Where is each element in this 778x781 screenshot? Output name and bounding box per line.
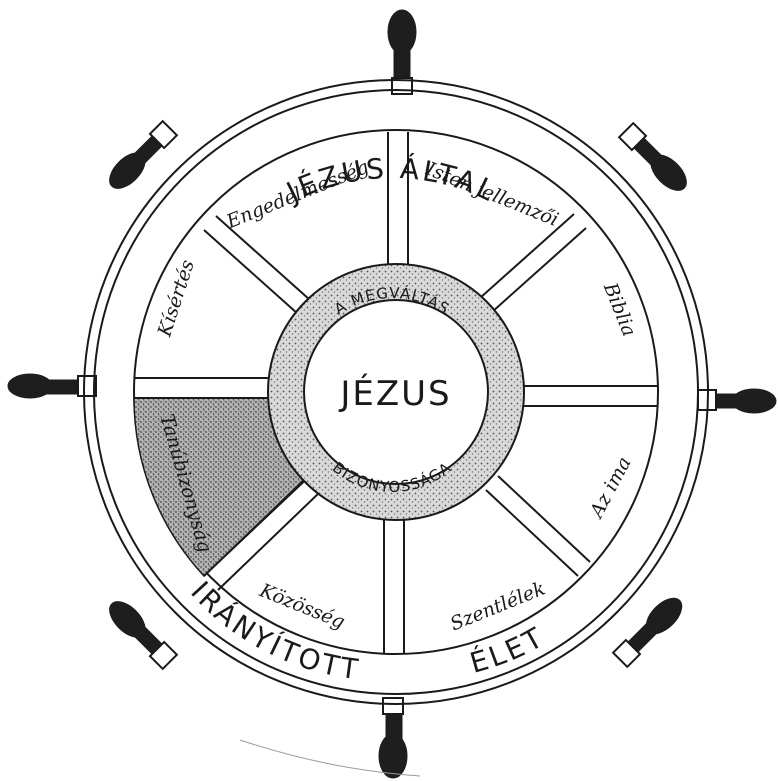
segment-label-biblia: Biblia: [599, 279, 641, 340]
handle-bottom-left: [103, 595, 178, 670]
segment-label-engedelmesseg: Engedelmesség: [223, 156, 372, 233]
segment-label-isten-jellemzoi: Isten jellemzői: [422, 158, 561, 231]
handle-bottom-right: [612, 592, 688, 668]
handle-right: [698, 389, 776, 413]
handle-bottom: [379, 698, 407, 778]
center-label: JÉZUS: [338, 373, 451, 414]
segment-label-kisertes: Kísértés: [153, 257, 199, 340]
handle-top-left: [103, 120, 178, 195]
handle-left: [8, 374, 96, 398]
